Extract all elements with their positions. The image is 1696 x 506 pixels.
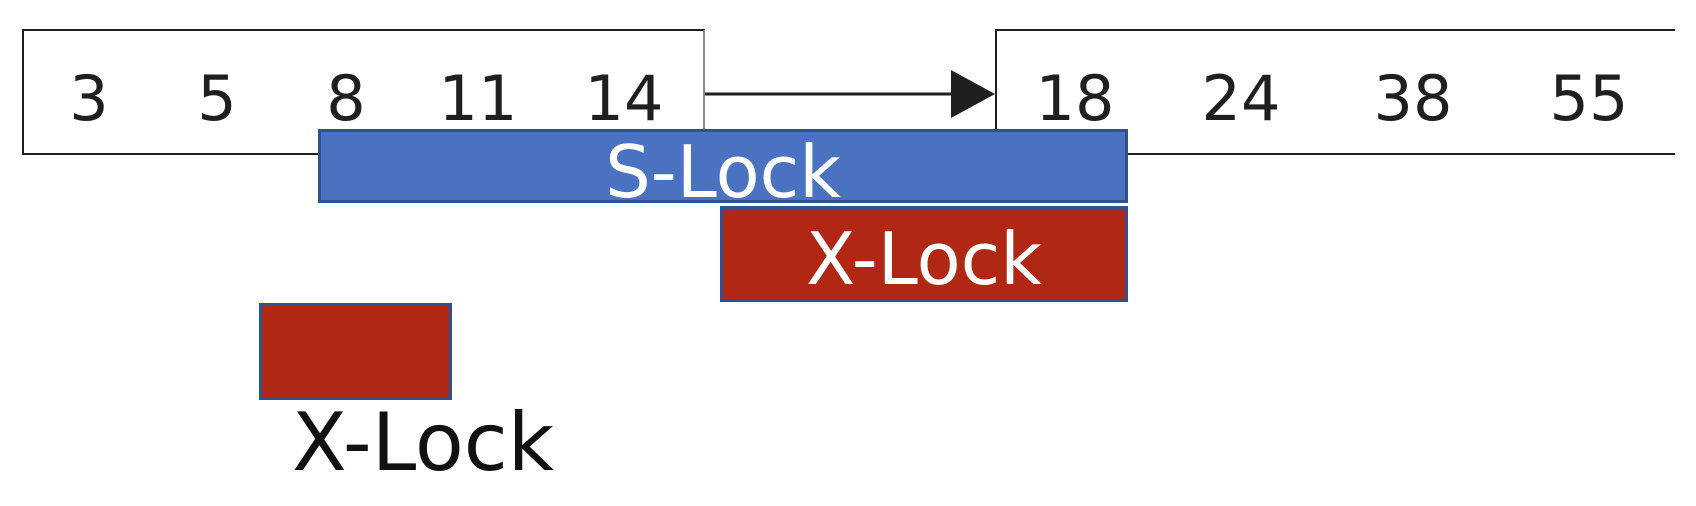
- key-right-4: 55: [1549, 62, 1629, 135]
- key-left-2: 5: [197, 62, 237, 135]
- x-lock-gap: X-Lock: [720, 206, 1128, 302]
- legend-x-lock-swatch: [259, 303, 452, 400]
- key-right-2: 24: [1201, 62, 1281, 135]
- key-left-4: 11: [438, 62, 518, 135]
- key-left-5: 14: [584, 62, 664, 135]
- next-pointer-arrow: [705, 70, 995, 118]
- s-lock-range: S-Lock: [318, 129, 1128, 212]
- key-right-3: 38: [1373, 62, 1453, 135]
- legend-x-lock-label: X-Lock: [292, 396, 555, 489]
- key-left-1: 3: [69, 62, 109, 135]
- key-left-3: 8: [326, 62, 366, 135]
- key-right-1: 18: [1035, 62, 1115, 135]
- arrow-head: [951, 70, 995, 118]
